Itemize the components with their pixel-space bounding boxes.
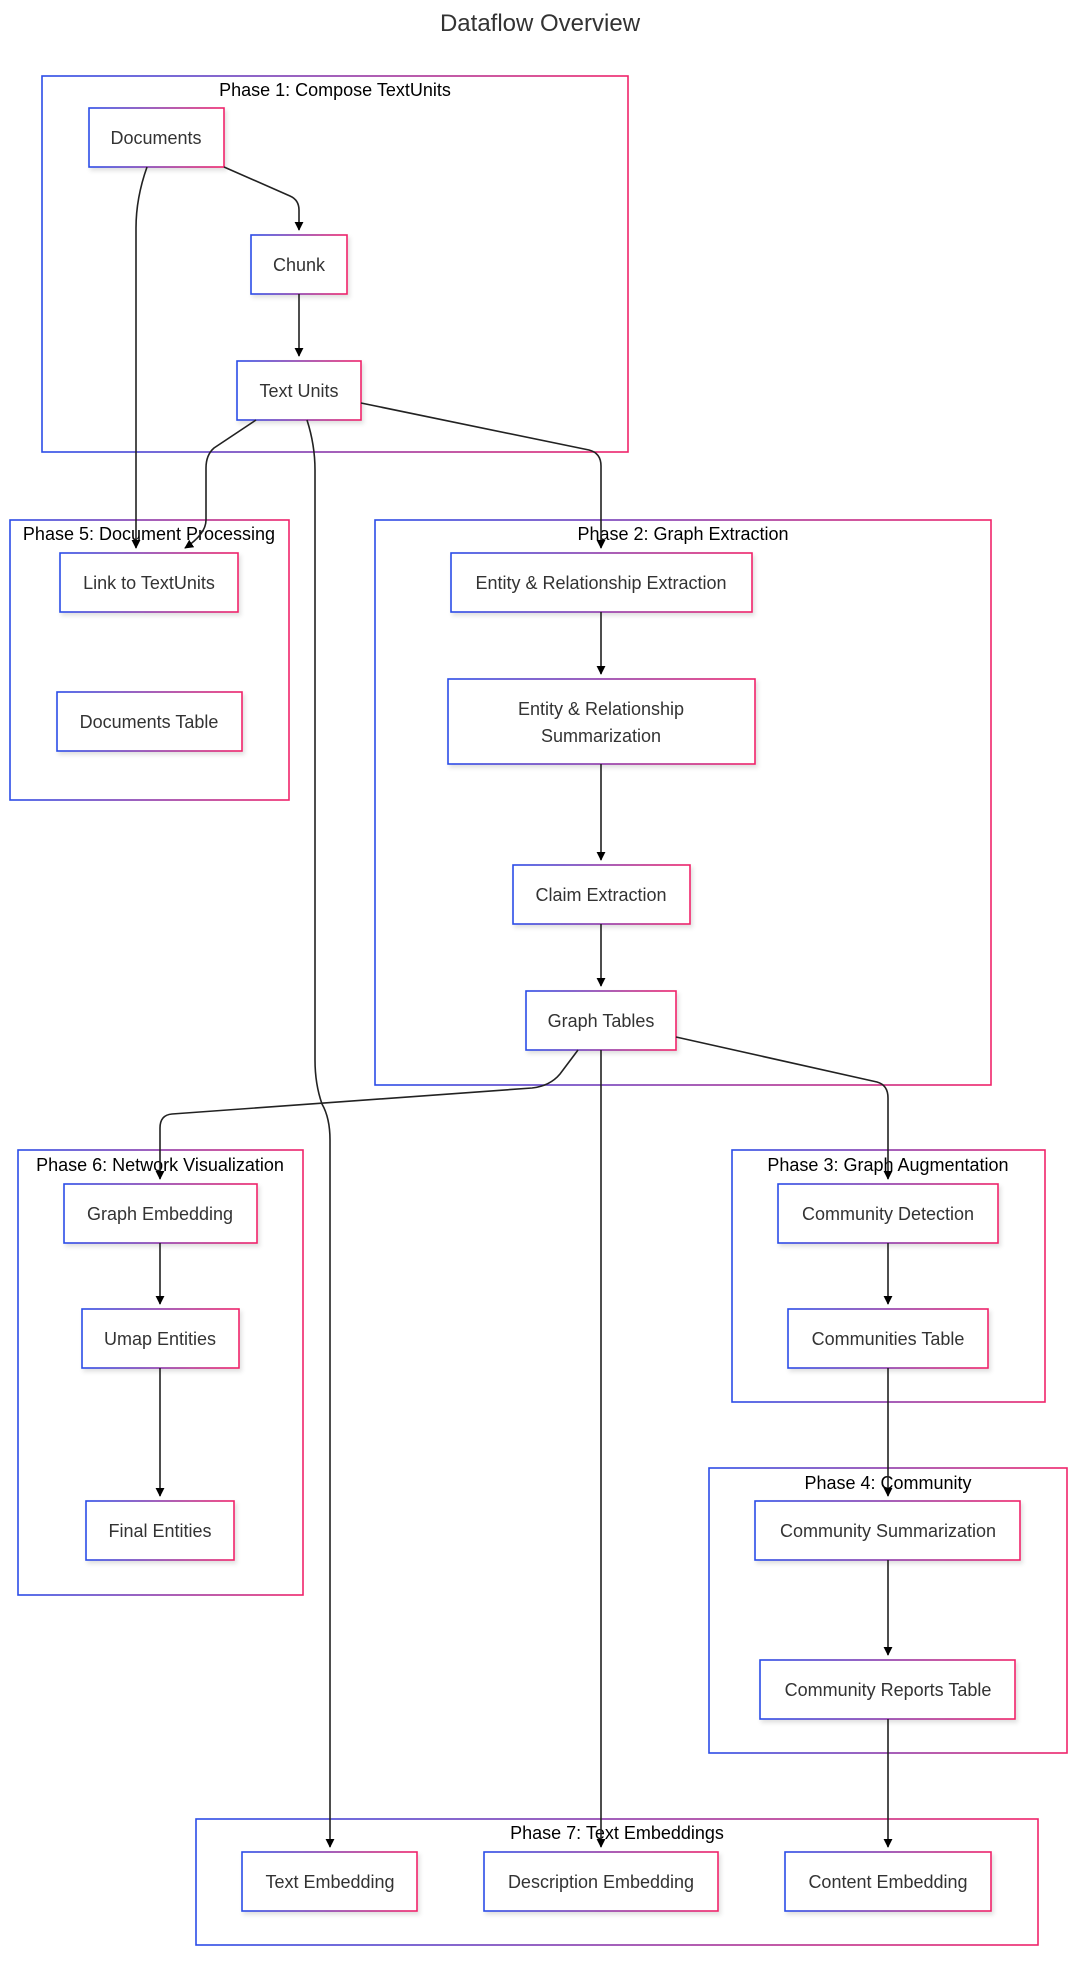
edge-textunits-text-embedding — [306, 419, 335, 1848]
edge-graph-tables-community-detection — [675, 1036, 893, 1180]
node-label: Description Embedding — [508, 1872, 694, 1892]
node-communities-table[interactable]: Communities Table — [787, 1308, 989, 1369]
node-label: Communities Table — [812, 1329, 965, 1349]
node-label: Chunk — [273, 255, 326, 275]
node-label: Community Summarization — [780, 1521, 996, 1541]
node-label: Graph Tables — [548, 1011, 655, 1031]
edge-documents-link — [131, 166, 148, 549]
node-label: Umap Entities — [104, 1329, 216, 1349]
node-text-units[interactable]: Text Units — [236, 360, 362, 421]
node-chunk[interactable]: Chunk — [250, 234, 348, 295]
edge-graph-tables-graph-embedding — [155, 1049, 579, 1180]
node-entity-relationship-extraction[interactable]: Entity & Relationship Extraction — [450, 552, 753, 613]
edges — [131, 166, 893, 1848]
node-umap-entities[interactable]: Umap Entities — [81, 1308, 240, 1369]
group-label: Phase 5: Document Processing — [23, 524, 275, 544]
node-description-embedding[interactable]: Description Embedding — [483, 1851, 719, 1912]
node-link-to-textunits[interactable]: Link to TextUnits — [59, 552, 239, 613]
node-entity-relationship-summarization[interactable]: Entity & Relationship Summarization — [447, 678, 756, 765]
node-label: Text Units — [259, 381, 338, 401]
edge-textunits-er-extraction — [360, 402, 606, 549]
node-label: Entity & Relationship — [518, 699, 684, 719]
node-graph-tables[interactable]: Graph Tables — [525, 990, 677, 1051]
node-label: Claim Extraction — [535, 885, 666, 905]
node-label: Graph Embedding — [87, 1204, 233, 1224]
node-content-embedding[interactable]: Content Embedding — [784, 1851, 992, 1912]
node-graph-embedding[interactable]: Graph Embedding — [63, 1183, 258, 1244]
node-documents-table[interactable]: Documents Table — [56, 691, 243, 752]
node-label: Documents Table — [80, 712, 219, 732]
node-label: Summarization — [541, 726, 661, 746]
node-label: Content Embedding — [808, 1872, 967, 1892]
node-claim-extraction[interactable]: Claim Extraction — [512, 864, 691, 925]
group-phase-2: Phase 2: Graph Extraction — [374, 519, 992, 1086]
node-community-detection[interactable]: Community Detection — [777, 1183, 999, 1244]
edge-documents-chunk — [223, 166, 304, 231]
node-label: Community Reports Table — [785, 1680, 992, 1700]
edge-textunits-link — [184, 419, 257, 549]
node-label: Community Detection — [802, 1204, 974, 1224]
node-text-embedding[interactable]: Text Embedding — [241, 1851, 418, 1912]
node-label: Text Embedding — [265, 1872, 394, 1892]
node-label: Final Entities — [108, 1521, 211, 1541]
node-label: Documents — [110, 128, 201, 148]
node-final-entities[interactable]: Final Entities — [85, 1500, 235, 1561]
node-label: Link to TextUnits — [83, 573, 215, 593]
node-documents[interactable]: Documents — [88, 107, 225, 168]
group-label: Phase 2: Graph Extraction — [577, 524, 788, 544]
node-community-reports-table[interactable]: Community Reports Table — [759, 1659, 1016, 1720]
diagram-title: Dataflow Overview — [440, 10, 641, 37]
node-community-summarization[interactable]: Community Summarization — [754, 1500, 1021, 1561]
node-label: Entity & Relationship Extraction — [475, 573, 726, 593]
group-label: Phase 1: Compose TextUnits — [219, 80, 451, 100]
group-label: Phase 7: Text Embeddings — [510, 1823, 724, 1843]
